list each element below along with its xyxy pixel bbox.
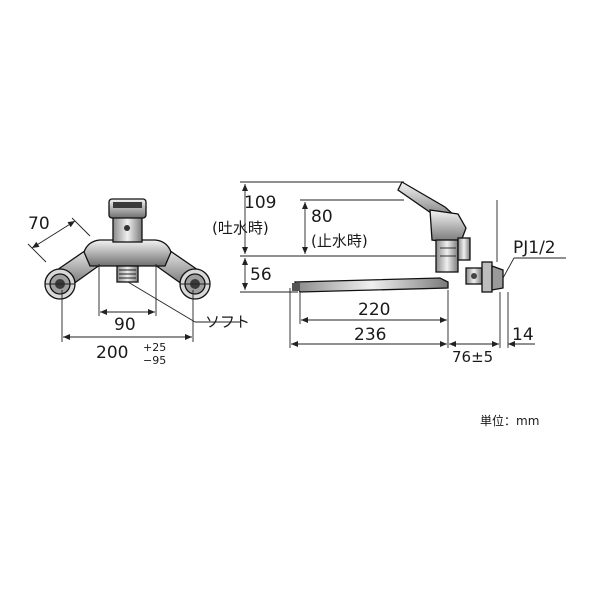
unit-label: 単位：mm <box>480 413 539 428</box>
faucet-front-body <box>56 198 199 288</box>
dim-200-plus-tolerance: +25 <box>143 341 166 354</box>
thread-label-callout: PJ1/2 <box>502 238 566 279</box>
dimension-76: 76±5 <box>449 292 501 366</box>
faucet-right-elbow <box>179 268 211 300</box>
soft-label-callout: ソフト <box>127 281 250 331</box>
dim-70-text: 70 <box>28 214 50 234</box>
side-view: 109 (吐水時) 80 (止水時) 56 220 236 <box>212 181 566 366</box>
dimension-109: 109 (吐水時) <box>212 181 436 257</box>
dim-80-note: (止水時) <box>311 232 368 250</box>
dim-14-text: 14 <box>512 325 534 345</box>
dim-200-text: 200 <box>96 343 128 363</box>
dimension-80: 80 (止水時) <box>300 199 404 254</box>
dim-109-note: (吐水時) <box>212 219 269 237</box>
dimension-200: 200 +25 −95 <box>61 290 194 367</box>
dimension-236: 236 <box>289 288 447 348</box>
dim-90-text: 90 <box>114 315 136 335</box>
dimension-56: 56 <box>240 258 298 293</box>
dim-76-text: 76±5 <box>452 348 493 366</box>
thread-label: PJ1/2 <box>513 238 556 258</box>
dimension-70: 70 <box>27 214 91 263</box>
dim-200-minus-tolerance: −95 <box>143 354 166 367</box>
dim-109-text: 109 <box>244 193 276 213</box>
soft-label: ソフト <box>205 313 250 331</box>
dim-236-text: 236 <box>354 325 386 345</box>
dimension-90: 90 <box>98 264 157 335</box>
dim-80-text: 80 <box>311 207 333 227</box>
dimension-14: 14 <box>496 200 535 348</box>
faucet-side-body <box>292 181 504 293</box>
dim-220-text: 220 <box>358 300 390 320</box>
dim-56-text: 56 <box>250 265 272 285</box>
front-view: 70 90 200 +25 −95 ソフト <box>27 198 250 367</box>
dimension-220: 220 <box>299 290 449 348</box>
faucet-left-elbow <box>44 268 76 300</box>
